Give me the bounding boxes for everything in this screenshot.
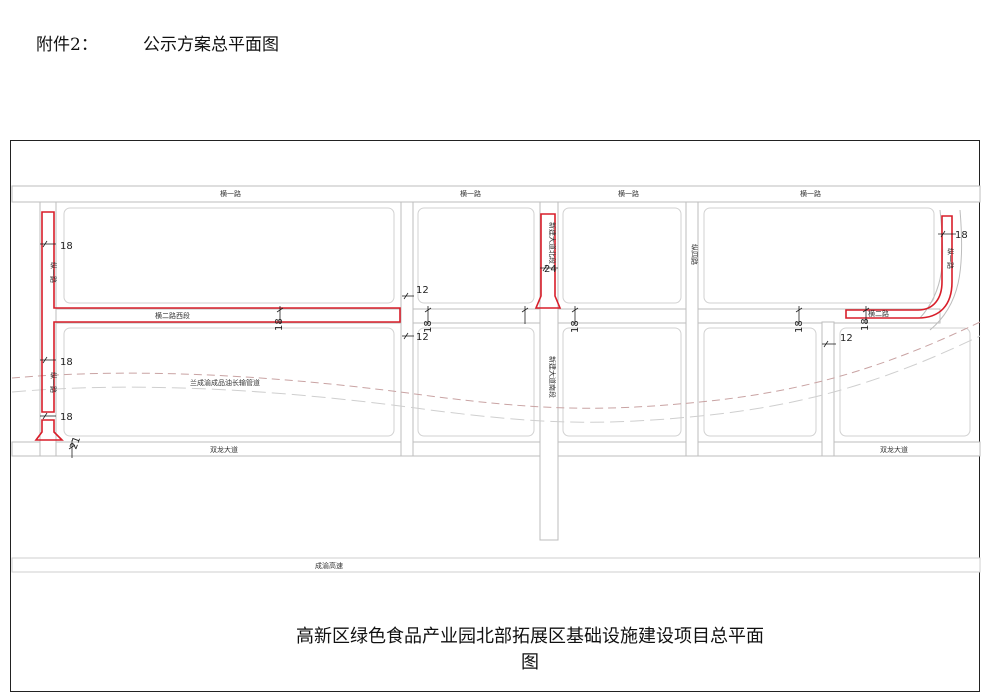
label-heng1-b: 横一路 bbox=[460, 189, 481, 198]
dim-middle-road: 24 bbox=[544, 264, 557, 275]
oil-pipeline bbox=[11, 321, 981, 409]
road-vertical-1 bbox=[39, 201, 57, 457]
label-mid-road: 纵四路 bbox=[690, 244, 699, 265]
label-heng1-c: 横一路 bbox=[618, 189, 639, 198]
drawing-title: 高新区绿色食品产业园北部拓展区基础设施建设项目总平面图 bbox=[296, 626, 764, 673]
label-mid-upper: 新建大道北段 bbox=[548, 222, 557, 264]
project-road-zong1-south bbox=[34, 419, 64, 441]
label-heng2-west: 横二路西段 bbox=[155, 311, 190, 320]
label-pipeline: 兰成渝成品油长输管道 bbox=[190, 378, 260, 387]
dim-zong-east: 18 bbox=[955, 230, 968, 241]
dim-v4-east: 18 bbox=[794, 320, 805, 333]
label-zong-north-east: 纵一路 bbox=[946, 248, 955, 269]
project-road-middle bbox=[534, 213, 562, 309]
dim-v3-east: 18 bbox=[570, 320, 581, 333]
page-title: 公示方案总平面图 bbox=[143, 35, 279, 55]
label-zong1-mid: 纵一路 bbox=[49, 372, 58, 393]
label-chengyu: 成渝高速 bbox=[315, 561, 343, 570]
dim-v2-south: 12 bbox=[416, 332, 429, 343]
road-vertical-5 bbox=[821, 321, 835, 457]
label-mid-lower: 新建大道南段 bbox=[548, 356, 557, 398]
attachment-label: 附件2： bbox=[36, 35, 98, 55]
road-heng1 bbox=[11, 185, 981, 203]
road-vertical-3 bbox=[539, 201, 559, 541]
dim-heng2-east: 18 bbox=[860, 318, 871, 331]
dim-heng2-north: 12 bbox=[416, 285, 429, 296]
dim-v2-east: 18 bbox=[423, 320, 434, 333]
dim-heng2-west: 18 bbox=[274, 318, 285, 331]
drawing-frame bbox=[10, 140, 980, 692]
label-heng1-a: 横一路 bbox=[220, 189, 241, 198]
road-vertical-2 bbox=[400, 201, 414, 457]
project-roads bbox=[34, 211, 953, 441]
road-shuanglong bbox=[11, 441, 981, 457]
road-east-curve bbox=[919, 209, 944, 319]
label-heng1-d: 横一路 bbox=[800, 189, 821, 198]
dim-zong1-mid: 18 bbox=[60, 357, 73, 368]
road-vertical-4 bbox=[685, 201, 699, 457]
project-road-zong1 bbox=[41, 211, 401, 413]
parcel-outlines bbox=[63, 207, 971, 437]
dim-zong1-top: 18 bbox=[60, 241, 73, 252]
dim-zong1-south: 18 bbox=[60, 412, 73, 423]
label-shuanglong-a: 双龙大道 bbox=[210, 445, 238, 454]
project-road-east bbox=[845, 215, 953, 319]
dim-v5: 12 bbox=[840, 333, 853, 344]
label-shuanglong-b: 双龙大道 bbox=[880, 445, 908, 454]
label-zong1-top: 纵一路 bbox=[49, 262, 58, 283]
road-chengyu-expressway bbox=[11, 557, 981, 573]
dimension-ticks bbox=[40, 230, 956, 458]
label-heng2: 横二路 bbox=[868, 309, 889, 318]
